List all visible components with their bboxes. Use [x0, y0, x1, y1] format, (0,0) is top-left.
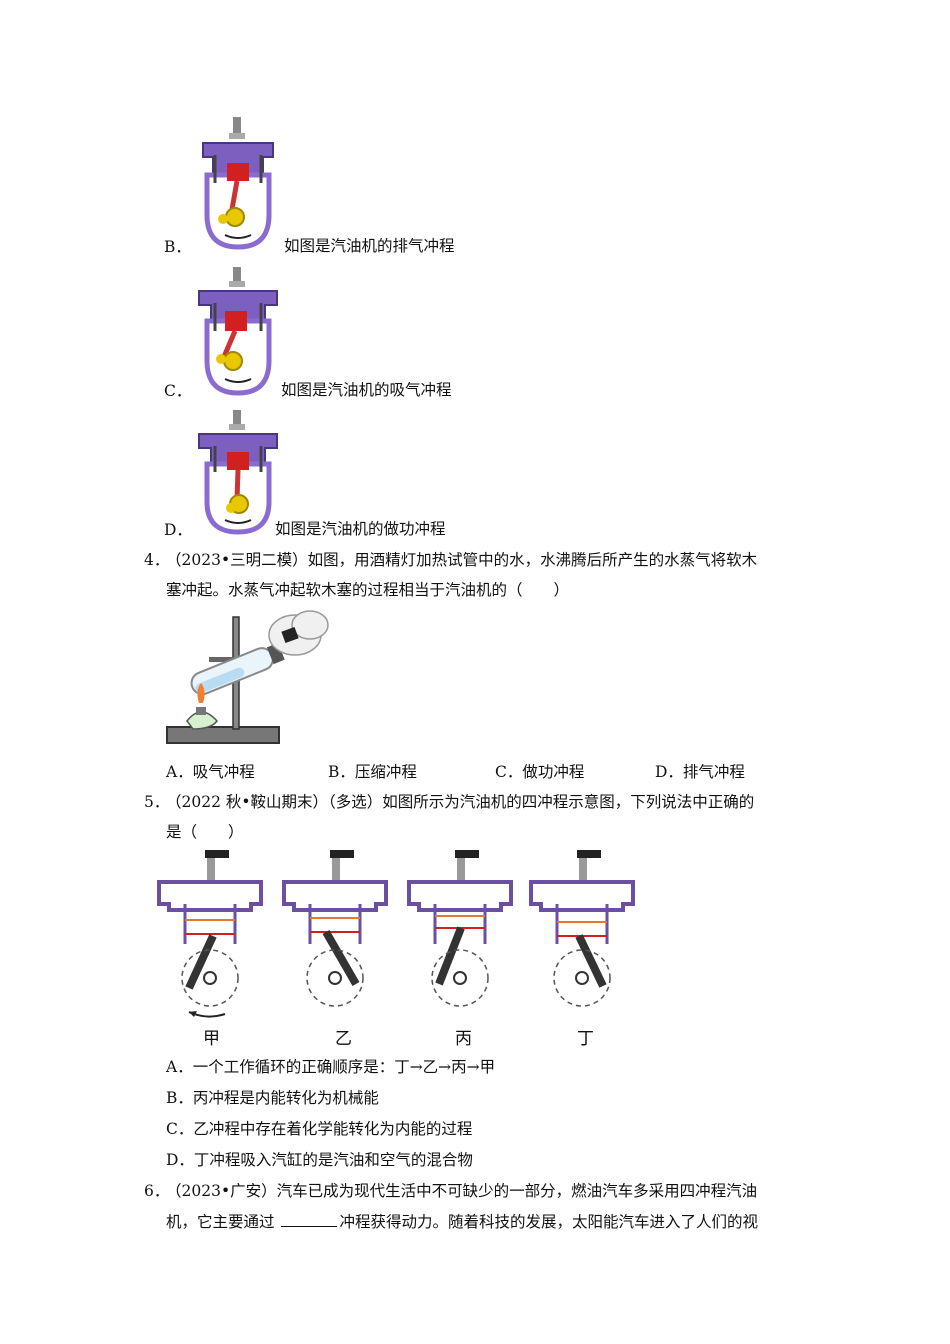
q3-option-c-label: C．: [164, 382, 192, 400]
stroke-figure-ding: [529, 850, 635, 1007]
q4-option-b: B．压缩冲程: [328, 763, 417, 781]
figure-label-bing: 丙: [455, 1029, 472, 1049]
figure-label-yi: 乙: [335, 1029, 352, 1049]
q5-option-a: A．一个工作循环的正确顺序是：丁→乙→丙→甲: [166, 1058, 496, 1076]
answer-blank[interactable]: [281, 1212, 338, 1227]
q4-stem-line2: 塞冲起。水蒸气冲起软木塞的过程相当于汽油机的（ ）: [166, 581, 570, 599]
q6-stem-line1: （2023•广安）汽车已成为现代生活中不可缺少的一部分，燃油汽车多采用四冲程汽油: [166, 1182, 758, 1200]
q6-line2-after: 冲程获得动力。随着科技的发展，太阳能汽车进入了人们的视: [339, 1213, 758, 1231]
q5-option-d: D．丁冲程吸入汽缸的是汽油和空气的混合物: [166, 1151, 473, 1169]
q5-stem-line1: （2022 秋•鞍山期末）（多选）如图所示为汽油机的四冲程示意图，下列说法中正确…: [166, 793, 755, 811]
alcohol-lamp-test-tube-figure: [166, 610, 329, 744]
four-stroke-diagram: [157, 850, 635, 1018]
q5-option-b: B．丙冲程是内能转化为机械能: [166, 1089, 379, 1107]
q3-option-b-text: 如图是汽油机的排气冲程: [284, 237, 455, 255]
q4-option-a: A．吸气冲程: [166, 763, 255, 781]
stroke-figure-jia: [157, 850, 263, 1018]
figure-label-jia: 甲: [203, 1029, 220, 1049]
stroke-figure-bing: [407, 850, 513, 1007]
engine-figure-exhaust: [202, 117, 274, 250]
q5-number: 5．: [144, 793, 170, 811]
figure-label-ding: 丁: [577, 1029, 594, 1049]
q5-stem-line2: 是（ ）: [166, 823, 244, 841]
stroke-figure-yi: [282, 850, 388, 1007]
q4-option-d: D．排气冲程: [655, 763, 745, 781]
q4-number: 4．: [144, 551, 170, 569]
q6-stem-line2: 机，它主要通过 冲程获得动力。随着科技的发展，太阳能汽车进入了人们的视: [166, 1210, 758, 1232]
engine-figure-intake: [198, 267, 278, 396]
q3-option-d-label: D．: [164, 521, 192, 539]
q4-option-c: C．做功冲程: [495, 763, 585, 781]
q4-stem-line1: （2023•三明二模）如图，用酒精灯加热试管中的水，水沸腾后所产生的水蒸气将软木: [166, 551, 758, 569]
engine-figure-power: [198, 410, 278, 535]
q3-option-d-text: 如图是汽油机的做功冲程: [275, 520, 446, 538]
q5-option-c: C．乙冲程中存在着化学能转化为内能的过程: [166, 1120, 473, 1138]
q3-option-c-text: 如图是汽油机的吸气冲程: [281, 381, 452, 399]
q6-number: 6．: [144, 1182, 170, 1200]
q3-option-b-label: B．: [164, 238, 191, 256]
q6-line2-before: 机，它主要通过: [166, 1213, 275, 1231]
